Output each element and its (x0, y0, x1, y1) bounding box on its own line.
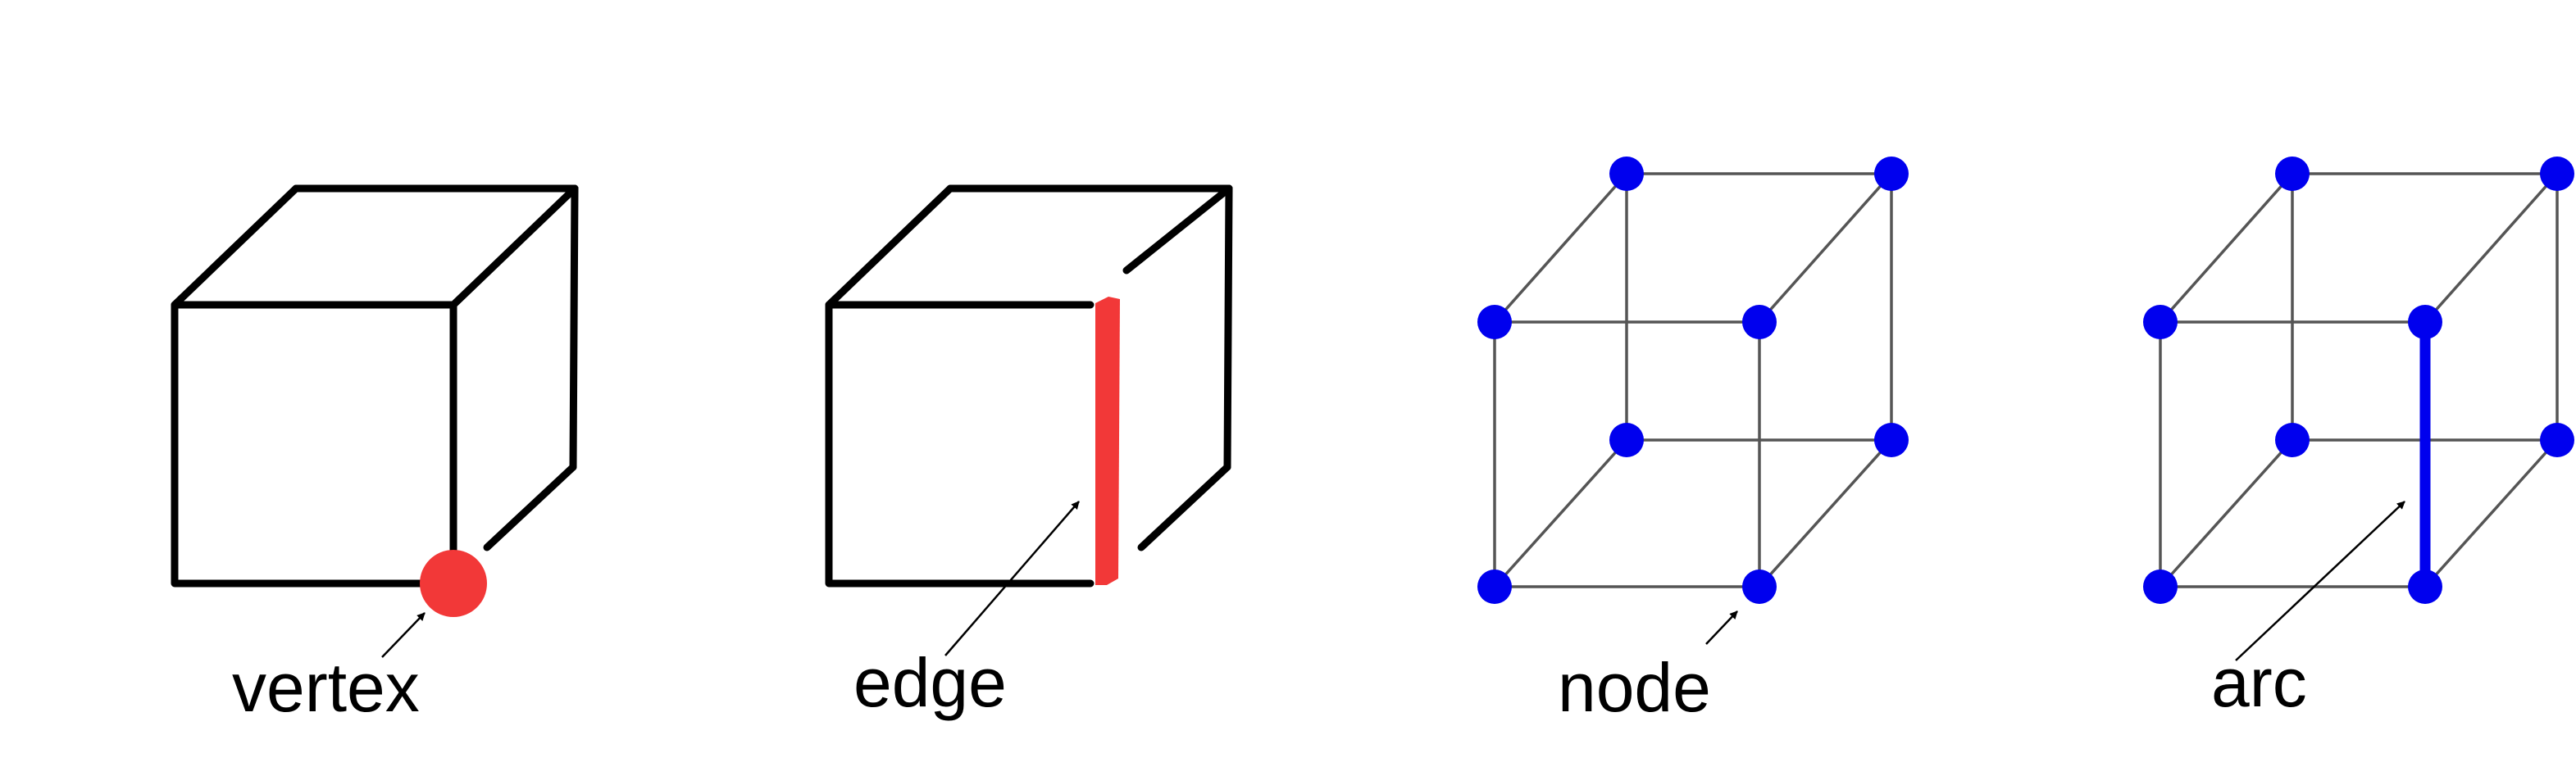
cube-edge-bottom-right (1137, 463, 1231, 551)
vertex-highlight (420, 550, 487, 617)
vertex-label: vertex (232, 649, 420, 726)
cube-front-face-partial (825, 301, 1095, 588)
wire-link-br (1758, 438, 1893, 588)
nodes (1477, 157, 1909, 604)
wireframe-cube-node-figure: node (1477, 157, 1909, 726)
cube-edge-top-right (449, 184, 579, 309)
wire-link-tr (2424, 172, 2559, 324)
arc-label: arc (2211, 644, 2307, 721)
cube-edge-back-right (1223, 184, 1233, 471)
wire-link-tr (1758, 172, 1893, 324)
node-marker (2540, 423, 2574, 457)
wireframe-lines (1493, 172, 1893, 588)
cube-edge-top-left (171, 184, 300, 309)
cube-edge-top-right (1122, 184, 1233, 275)
wireframe-lines-2 (2159, 172, 2559, 588)
wire-back-face (1625, 172, 1893, 442)
node-marker (1742, 570, 1777, 604)
node-marker (1609, 423, 1644, 457)
solid-cube-vertex-figure: vertex (171, 184, 579, 726)
arc-pointer-arrow (2235, 501, 2405, 661)
node-marker (2143, 305, 2178, 339)
nodes-2 (2143, 157, 2574, 604)
node-marker (1874, 423, 1909, 457)
node-marker (2408, 305, 2442, 339)
solid-cube-outline-2 (825, 184, 1233, 588)
node-marker (1742, 305, 1777, 339)
wire-link-br (2424, 438, 2559, 588)
vertex-pointer-arrow (381, 612, 426, 658)
node-marker (2275, 423, 2310, 457)
cube-edge-bottom-right (483, 463, 577, 551)
edge-pointer-arrow (944, 501, 1080, 656)
node-marker (2275, 157, 2310, 191)
node-marker (1609, 157, 1644, 191)
solid-cube-edge-figure: edge (825, 184, 1233, 721)
node-marker (1477, 305, 1512, 339)
wire-link-bl (2159, 438, 2294, 588)
node-marker (2540, 157, 2574, 191)
cube-edge-top-left (825, 184, 954, 309)
node-marker (2408, 570, 2442, 604)
solid-cube-outline (171, 184, 579, 588)
edge-highlight (1095, 297, 1120, 585)
edge-label: edge (853, 644, 1007, 721)
cube-edge-back-right (569, 184, 579, 471)
wire-link-tl (1493, 172, 1628, 324)
node-pointer-arrow (1705, 610, 1738, 645)
wire-link-tl (2159, 172, 2294, 324)
wire-link-bl (1493, 438, 1628, 588)
wireframe-cube-arc-figure: arc (2143, 157, 2574, 721)
node-label: node (1558, 649, 1711, 726)
node-marker (1477, 570, 1512, 604)
cube-front-face (171, 301, 457, 588)
node-marker (1874, 157, 1909, 191)
node-marker (2143, 570, 2178, 604)
